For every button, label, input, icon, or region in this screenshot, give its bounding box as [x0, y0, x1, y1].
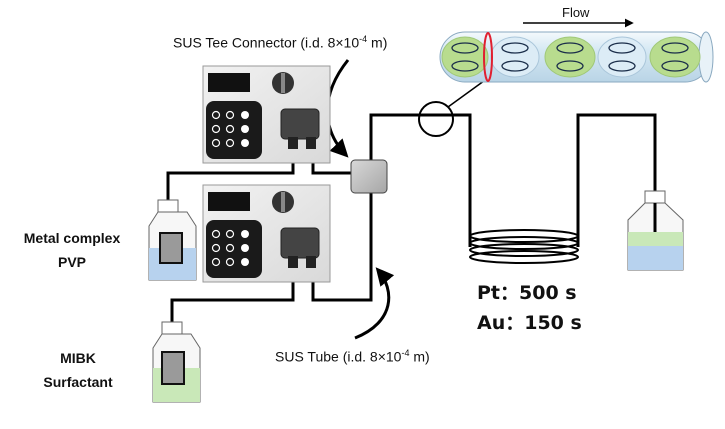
- pvp-text: PVP: [57, 254, 86, 270]
- pump1-head: [280, 108, 320, 140]
- mibk-text: MIBK: [60, 350, 96, 366]
- vial-product: [627, 190, 684, 271]
- magnified-tube: [439, 31, 714, 83]
- tee-connector-arrow: [326, 59, 350, 158]
- mibk-label: MIBK Surfactant: [26, 346, 130, 394]
- metal-complex-text: Metal complex: [23, 230, 121, 246]
- pump1-keypad: [206, 101, 262, 159]
- tee-connector: [350, 159, 388, 194]
- tee-connector-text: SUS Tee Connector (i.d. 8×10: [173, 34, 360, 51]
- metal-complex-label: Metal complex PVP: [8, 226, 136, 274]
- surfactant-text: Surfactant: [43, 374, 113, 390]
- reactor-coil: [469, 229, 579, 264]
- tee-connector-label: SUS Tee Connector (i.d. 8×10-4 m): [173, 34, 387, 51]
- sus-tube-label: SUS Tube (i.d. 8×10-4 m): [275, 348, 430, 365]
- sus-tube-exponent: -4: [401, 348, 410, 358]
- pump2-keypad: [206, 220, 262, 278]
- pump2-display: [208, 192, 250, 211]
- sus-tube-unit: m): [409, 348, 430, 365]
- vial-mibk: [152, 321, 201, 403]
- vial1-sample: [159, 232, 183, 264]
- syringe-pump-1: [202, 65, 331, 164]
- flow-label: Flow: [562, 5, 590, 20]
- circulation-flow: [451, 42, 689, 72]
- pump1-display: [208, 73, 250, 92]
- interface-marker: [483, 32, 493, 82]
- au-time-label: Au：150 s: [477, 312, 582, 334]
- tee-connector-unit: m): [367, 34, 388, 51]
- magnifier-circle: [418, 101, 454, 137]
- vial2-sample: [161, 351, 185, 385]
- magnifier-leader: [447, 77, 489, 108]
- tube-coil-to-product: [576, 113, 657, 247]
- tee-connector-exponent: -4: [359, 34, 368, 44]
- pt-time-label: Pt：500 s: [477, 282, 577, 304]
- pump2-head: [280, 227, 320, 259]
- tube-tee-to-coil: [369, 113, 472, 247]
- residence-times: Pt：500 s Au：150 s: [477, 278, 582, 338]
- vial-metal-complex: [148, 199, 197, 281]
- syringe-pump-2: [202, 184, 331, 283]
- sus-tube-text: SUS Tube (i.d. 8×10: [275, 348, 402, 365]
- sus-tube-arrow: [354, 267, 395, 340]
